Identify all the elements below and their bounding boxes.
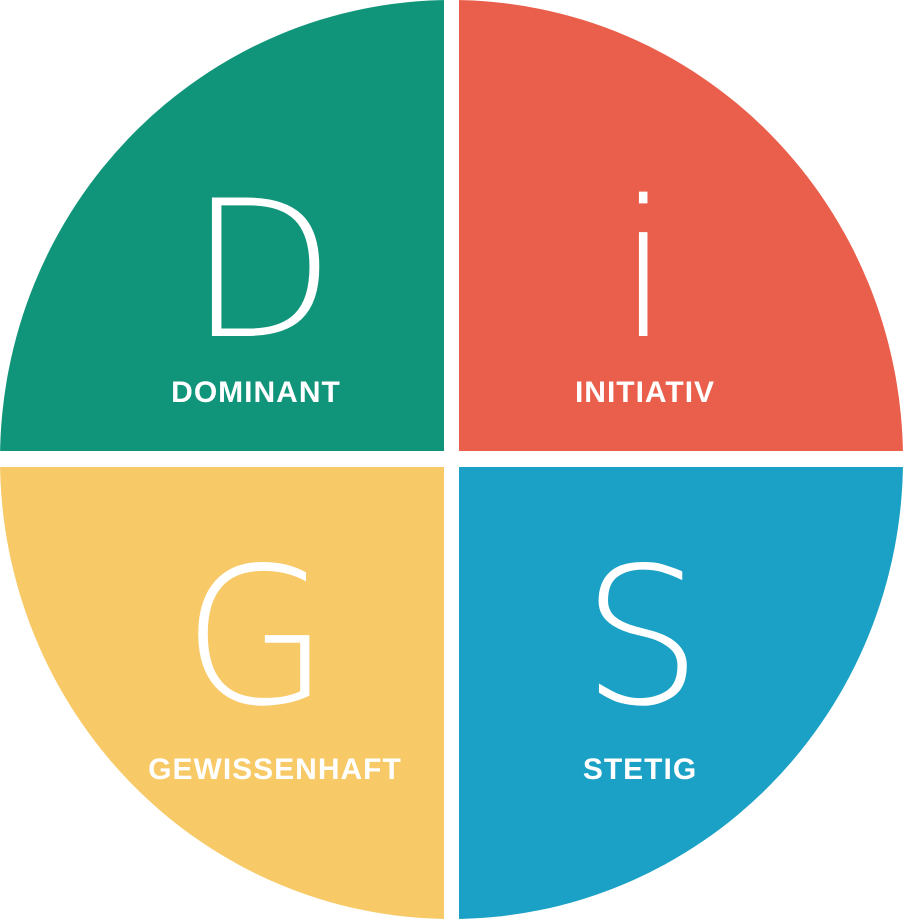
label-gewissenhaft: GEWISSENHAFT [148, 753, 402, 786]
label-dominant: DOMINANT [171, 376, 341, 409]
letter-s: S [582, 527, 703, 748]
letter-d: D [189, 160, 335, 381]
letter-i: i [618, 160, 671, 381]
letter-g: G [182, 527, 329, 748]
label-initiativ: INITIATIV [575, 376, 715, 409]
label-stetig: STETIG [583, 753, 697, 786]
